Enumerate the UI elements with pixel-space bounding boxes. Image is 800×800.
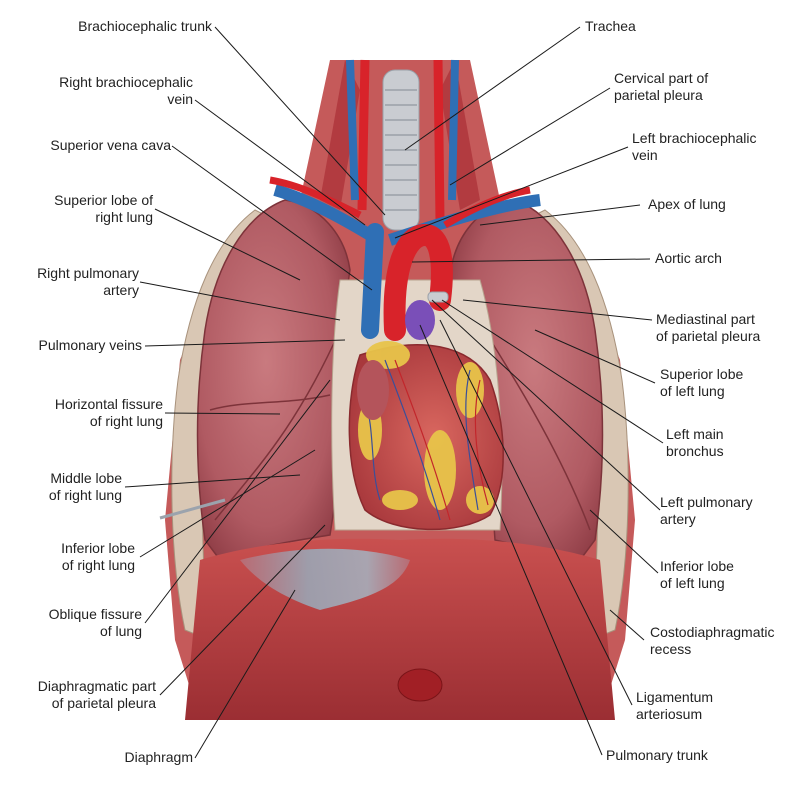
leader-lines — [124, 26, 664, 759]
label-line: parietal pleura — [614, 87, 703, 103]
label-line: Oblique fissure — [48, 606, 142, 622]
probe — [159, 498, 226, 520]
label-line: recess — [650, 641, 692, 657]
label-diaphragm: Diaphragm — [60, 749, 193, 766]
label-line: Left main — [666, 426, 724, 442]
trachea-illustration — [382, 69, 420, 231]
diaphragm-illustration — [185, 538, 615, 720]
label-line: Superior lobe of — [54, 192, 153, 208]
label-line: Superior vena cava — [50, 137, 171, 153]
label-line: Right brachiocephalic — [59, 74, 193, 90]
label-line: Left brachiocephalic — [632, 130, 757, 146]
label-line: of right lung — [48, 487, 122, 503]
label-line: Middle lobe — [50, 470, 122, 486]
label-line: Trachea — [585, 18, 636, 34]
label-line: Ligamentum — [636, 689, 714, 705]
label-line: vein — [632, 147, 658, 163]
label-line: of left lung — [660, 383, 725, 399]
label-line: Mediastinal part — [656, 311, 755, 327]
label-line: arteriosum — [636, 706, 703, 722]
label-line: Superior lobe — [660, 366, 744, 382]
label-line: of lung — [99, 623, 142, 639]
label-line: of right lung — [61, 557, 135, 573]
label-line: Apex of lung — [648, 196, 726, 212]
label-line: Diaphragm — [124, 749, 193, 765]
label-line: Pulmonary trunk — [606, 747, 708, 763]
label-pulmonary-veins: Pulmonary veins — [22, 337, 143, 354]
label-line: of left lung — [660, 575, 725, 591]
label-line: artery — [103, 282, 139, 298]
label-line: of parietal pleura — [51, 695, 156, 711]
label-line: of parietal pleura — [656, 328, 761, 344]
label-line: Inferior lobe — [61, 540, 135, 556]
label-line: Diaphragmatic part — [37, 678, 156, 694]
label-pulmonary-trunk: Pulmonary trunk — [606, 747, 756, 764]
label-line: right lung — [95, 209, 153, 225]
label-line: Costodiaphragmatic — [650, 624, 775, 640]
label-line: Horizontal fissure — [54, 396, 163, 412]
heart — [348, 341, 504, 531]
great-vessels — [269, 59, 541, 341]
label-apex-of-lung: Apex of lung — [648, 196, 788, 213]
label-line: Right pulmonary — [37, 265, 139, 281]
label-line: Pulmonary veins — [38, 337, 143, 353]
label-line: Left pulmonary — [660, 494, 753, 510]
label-line: of right lung — [89, 413, 163, 429]
label-line: Cervical part of — [614, 70, 709, 86]
label-aortic-arch: Aortic arch — [655, 250, 785, 267]
label-trachea: Trachea — [585, 18, 745, 35]
label-line: Aortic arch — [655, 250, 722, 266]
label-line: vein — [167, 91, 193, 107]
label-line: bronchus — [666, 443, 724, 459]
label-line: Brachiocephalic trunk — [78, 18, 212, 34]
label-brachiocephalic-trunk: Brachiocephalic trunk — [30, 18, 212, 35]
label-superior-vena-cava: Superior vena cava — [20, 137, 171, 154]
label-line: Inferior lobe — [660, 558, 734, 574]
label-line: artery — [660, 511, 696, 527]
